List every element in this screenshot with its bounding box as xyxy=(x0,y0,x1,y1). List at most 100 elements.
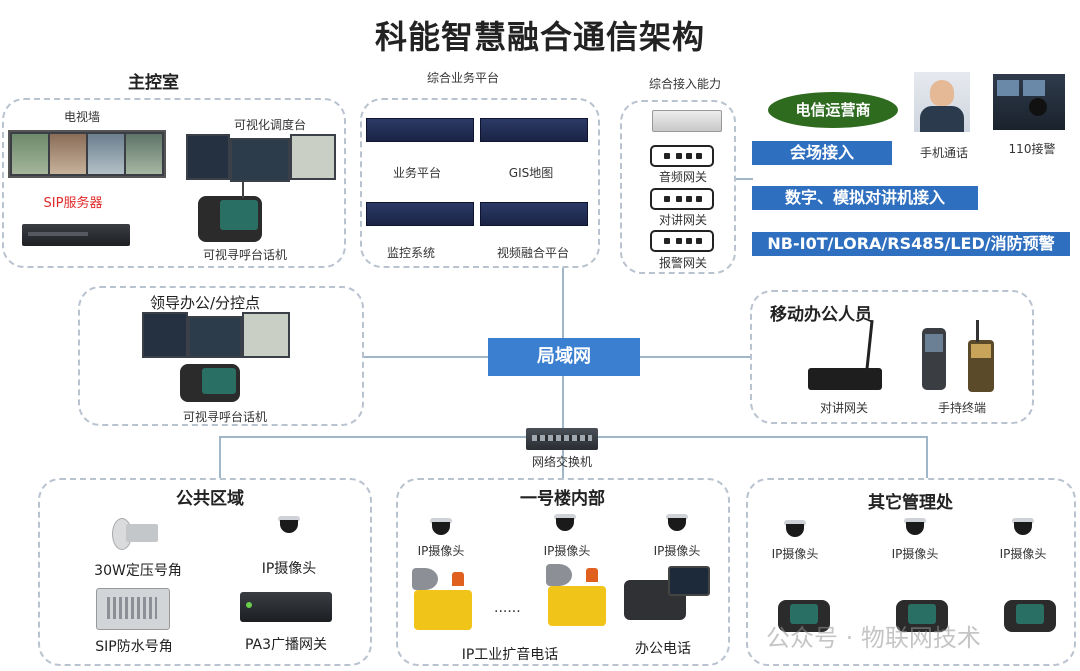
platform-label-video-fusion: 视频融合平台 xyxy=(496,246,569,260)
building-one-title: 一号楼内部 xyxy=(520,489,605,509)
access-capability-title: 综合接入能力 xyxy=(648,77,721,91)
horn-speaker-icon xyxy=(112,512,162,554)
other-camera-3-icon xyxy=(1012,518,1034,536)
mobile-staff-title: 移动办公人员 xyxy=(770,305,872,325)
leader-monitor-center xyxy=(188,316,242,358)
audio-gateway-label: 音频网关 xyxy=(658,170,707,184)
industrial-phone-2-icon xyxy=(542,564,612,628)
page-title: 科能智慧融合通信架构 xyxy=(374,18,705,56)
platform-label-monitoring: 监控系统 xyxy=(386,246,435,260)
gateway-device-top xyxy=(652,110,722,132)
server-gis xyxy=(480,118,588,142)
lan-to-switch-line xyxy=(562,376,564,430)
sip-server-image xyxy=(22,224,130,246)
alarm-gateway-label: 报警网关 xyxy=(658,256,707,270)
bus-drop-center xyxy=(562,450,564,478)
sip-waterproof-horn-icon xyxy=(96,588,170,630)
alarm-gateway-icon xyxy=(650,230,714,252)
main-control-title: 主控室 xyxy=(128,73,179,93)
dispatch-monitor-left xyxy=(186,134,230,180)
leader-monitor-right xyxy=(242,312,290,358)
watermark-text: 公众号 · 物联网技术 xyxy=(766,624,981,652)
main-control-group xyxy=(2,98,346,268)
intercom-gateway-label: 对讲网关 xyxy=(658,213,707,227)
building-camera-3-icon xyxy=(666,514,688,532)
mobile-staff-group xyxy=(750,290,1034,424)
network-switch-icon xyxy=(526,428,598,450)
tv-wall-image xyxy=(8,130,166,178)
ellipsis-label: ...... xyxy=(494,600,521,616)
other-office-title: 其它管理处 xyxy=(868,493,953,513)
public-camera-label: IP摄像头 xyxy=(261,561,317,577)
lan-vertical-top xyxy=(562,268,564,338)
access-bar-radio: 数字、模拟对讲机接入 xyxy=(752,186,978,210)
business-platform-title: 综合业务平台 xyxy=(426,71,499,85)
public-camera-icon xyxy=(278,516,300,534)
other-intercom-3-icon xyxy=(1004,600,1056,632)
police-110-label: 110接警 xyxy=(1008,142,1056,156)
mobile-intercom-gateway-label: 对讲网关 xyxy=(819,401,868,415)
audio-gateway-icon xyxy=(650,145,714,167)
mobile-call-label: 手机通话 xyxy=(919,146,968,160)
server-monitoring xyxy=(366,202,474,226)
other-intercom-2-icon xyxy=(896,600,948,632)
switch-label: 网络交换机 xyxy=(531,455,592,469)
video-intercom-phone xyxy=(198,196,262,242)
other-office-group xyxy=(746,478,1076,666)
building-camera-2-icon xyxy=(554,514,576,532)
leader-office-group xyxy=(78,286,364,426)
industrial-phone-label: IP工业扩音电话 xyxy=(461,647,559,663)
business-platform-group xyxy=(360,98,600,268)
tv-wall-label: 电视墙 xyxy=(63,110,100,124)
dispatch-console-label: 可视化调度台 xyxy=(233,118,306,132)
carrier-label: 电信运营商 xyxy=(795,101,871,119)
building-camera-3-label: IP摄像头 xyxy=(653,544,701,558)
building-camera-1-icon xyxy=(430,518,452,536)
dispatch-monitor-center xyxy=(230,138,290,182)
platform-label-gis: GIS地图 xyxy=(508,166,554,180)
other-camera-2-label: IP摄像头 xyxy=(891,547,939,561)
access-connector xyxy=(735,178,753,180)
server-business xyxy=(366,118,474,142)
lan-right-line xyxy=(640,356,752,358)
sip-horn-label: SIP防水号角 xyxy=(95,639,173,655)
other-intercom-1-icon xyxy=(778,600,830,632)
access-bar-conference: 会场接入 xyxy=(752,141,892,165)
sip-server-label: SIP服务器 xyxy=(43,196,103,211)
lan-left-line xyxy=(362,356,490,358)
public-area-title: 公共区域 xyxy=(176,489,244,509)
pa3-gateway-label: PA3广播网关 xyxy=(244,637,328,653)
building-camera-1-label: IP摄像头 xyxy=(417,544,465,558)
other-camera-2-icon xyxy=(904,518,926,536)
handheld-radio-2 xyxy=(968,340,994,392)
intercom-gateway-device xyxy=(808,368,882,390)
leader-intercom-label: 可视寻呼台话机 xyxy=(182,410,267,424)
office-phone-label: 办公电话 xyxy=(635,641,691,657)
bus-drop-left xyxy=(219,436,221,478)
radio-antenna xyxy=(976,320,979,342)
carrier-badge xyxy=(768,92,898,128)
police-110-photo xyxy=(993,74,1065,130)
bus-drop-right xyxy=(926,436,928,478)
leader-intercom-phone xyxy=(180,364,240,402)
building-camera-2-label: IP摄像头 xyxy=(543,544,591,558)
server-video-fusion xyxy=(480,202,588,226)
mobile-call-photo xyxy=(914,72,970,132)
gooseneck-mic xyxy=(242,182,244,198)
leader-office-title: 领导办公/分控点 xyxy=(150,294,261,312)
platform-label-business: 业务平台 xyxy=(392,166,441,180)
industrial-phone-1-icon xyxy=(408,568,478,632)
video-intercom-label: 可视寻呼台话机 xyxy=(202,248,287,262)
access-capability-group xyxy=(620,100,736,274)
handheld-label: 手持终端 xyxy=(937,401,986,415)
other-camera-1-label: IP摄像头 xyxy=(771,547,819,561)
other-camera-3-label: IP摄像头 xyxy=(999,547,1047,561)
other-camera-1-icon xyxy=(784,520,806,538)
horn-label: 30W定压号角 xyxy=(94,563,182,579)
access-bar-iot: NB-I0T/LORA/RS485/LED/消防预警 xyxy=(752,232,1070,256)
handheld-phone-1 xyxy=(922,328,946,390)
intercom-gateway-icon xyxy=(650,188,714,210)
lan-box: 局域网 xyxy=(488,338,640,376)
public-area-group xyxy=(38,478,372,666)
leader-monitor-left xyxy=(142,312,188,358)
